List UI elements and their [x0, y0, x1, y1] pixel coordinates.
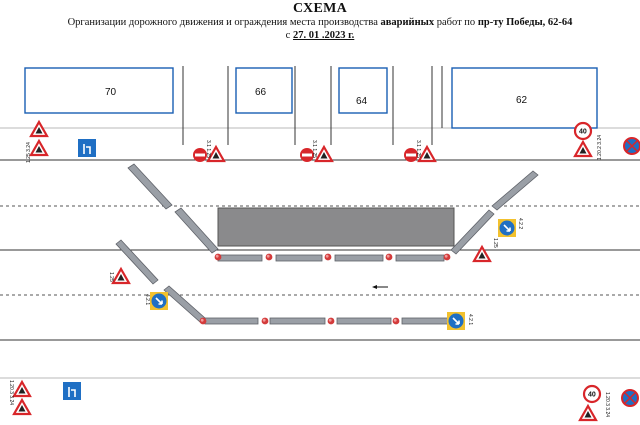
sign-label-left-top: 1.25 3.24 [26, 142, 32, 163]
building-70-label: 70 [105, 87, 117, 98]
sign-pair-2: 3.1 1.25 [300, 140, 334, 163]
sign-label-roadworks-right: 1.25 [492, 238, 498, 248]
speed-limit-top-value: 40 [579, 129, 587, 136]
sign-lane-direction-top [78, 139, 96, 157]
warning-lamps [199, 253, 451, 325]
scheme-subtitle: Организации дорожного движения и огражде… [0, 17, 640, 28]
date-value: 27. 01 .2023 г. [292, 30, 355, 41]
building-66 [235, 67, 293, 114]
sign-keep-right-left [149, 291, 169, 311]
speed-limit-bottom-value: 40 [588, 392, 596, 399]
barrier-line-lower [204, 317, 450, 325]
sign-roadworks-bottom-left-2 [12, 398, 32, 416]
sign-label-roadworks-left: 1.25 [108, 272, 114, 282]
sign-roadworks-top-left [29, 120, 49, 138]
sign-lane-direction-bottom [63, 382, 81, 400]
sign-label-pair-1: 3.1 1.25 [205, 140, 211, 158]
sign-speed-limit-bottom: 40 [582, 384, 602, 404]
subtitle-text-2: работ по [434, 17, 478, 28]
subtitle-bold-1: аварийных [380, 17, 435, 28]
sign-roadworks-bottom-left [12, 380, 32, 398]
sign-label-keep-right-left: 4.2.1 [144, 294, 150, 305]
property-lines [182, 66, 443, 145]
sign-no-stopping-top-right [623, 137, 640, 155]
sign-roadworks-top-left-2 [29, 139, 49, 157]
sign-label-keep-right-center: 4.2.1 [467, 314, 473, 325]
date-prefix: с [285, 30, 293, 41]
sign-keep-right-center [446, 311, 466, 331]
work-zone [217, 207, 455, 247]
subtitle-text-1: Организации дорожного движения и огражде… [67, 17, 381, 28]
building-70 [24, 67, 174, 114]
sign-label-right-top: 1.20.2 3.24 [597, 135, 603, 160]
sign-label-bottom-right: 1.20.3 3.24 [604, 392, 610, 417]
building-62-label: 62 [516, 95, 528, 106]
sign-roadworks-bottom-right [578, 404, 598, 422]
building-64 [338, 67, 388, 114]
subtitle-bold-2: пр-ту Победы, 62-64 [477, 17, 573, 28]
barrier-line-upper [217, 254, 445, 262]
scheme-date: с 27. 01 .2023 г. [0, 30, 640, 41]
scheme-title: СХЕМА [292, 1, 348, 16]
sign-label-pair-2: 3.1 1.25 [311, 140, 317, 158]
traffic-direction-arrow [372, 285, 388, 289]
sign-label-pair-3: 3.1 1.25 [415, 140, 421, 158]
building-62 [451, 67, 598, 129]
sign-label-bottom-left: 1.20.3 3.24 [8, 380, 14, 405]
barrier-taper-upper-right [450, 170, 539, 255]
building-66-label: 66 [255, 87, 267, 98]
building-64-label: 64 [356, 96, 368, 107]
sign-roadworks-left [111, 267, 131, 285]
sign-roadworks-top-right [573, 140, 593, 158]
sign-keep-left-right [497, 218, 517, 238]
sign-pair-3: 3.1 1.25 [404, 140, 437, 163]
barrier-taper-upper-left [127, 163, 219, 254]
sign-pair-1: 3.1 1.25 [193, 140, 226, 163]
sign-label-keep-left-right: 4.2.2 [517, 218, 523, 229]
sign-no-stopping-bottom-right [621, 389, 639, 407]
sign-speed-limit-top: 40 [573, 121, 593, 141]
sign-roadworks-right [472, 245, 492, 263]
